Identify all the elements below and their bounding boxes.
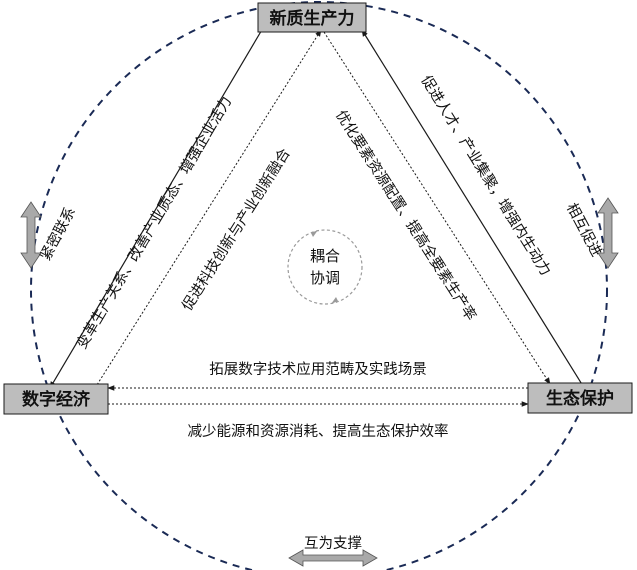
outer-dashed-circle [30,1,608,570]
circle-label-bottom: 互为支撑 [304,535,362,552]
node-left-label: 数字经济 [22,389,91,410]
node-top-label: 新质生产力 [270,8,355,29]
cycle-arrow-icon [311,230,318,237]
double-arrow-bottom-icon [288,549,378,567]
label-left-inner: 促进科技创新与产业创新融合 [179,145,294,314]
double-arrow-left-icon [20,201,42,269]
circle-label-left: 紧密联系 [37,204,79,263]
cycle-arrow-icon-2 [331,297,338,304]
edge-right-outer [361,29,584,387]
center-label-line2: 协调 [310,269,340,287]
double-arrow-right-icon [597,197,619,269]
label-left-outer: 变革生产关系、改善产业质态、增强企业活力 [72,93,235,352]
center-cycle: 耦合 协调 [287,229,363,305]
node-left: 数字经济 [3,383,109,415]
label-right-outer: 促进人才、产业集聚，增强内生动力 [417,73,554,279]
label-bottom-lower: 减少能源和资源消耗、提高生态保护效率 [188,423,449,440]
center-label-line1: 耦合 [310,247,340,265]
node-top: 新质生产力 [257,2,367,33]
label-bottom-upper: 拓展数字技术应用范畴及实践场景 [209,360,427,378]
node-right-label: 生态保护 [546,388,614,409]
edge-right-inner [323,31,551,385]
node-right: 生态保护 [527,382,633,414]
edge-left-inner [94,29,322,389]
edge-left-outer [49,27,264,389]
circle-label-right: 相互促进 [563,200,605,259]
